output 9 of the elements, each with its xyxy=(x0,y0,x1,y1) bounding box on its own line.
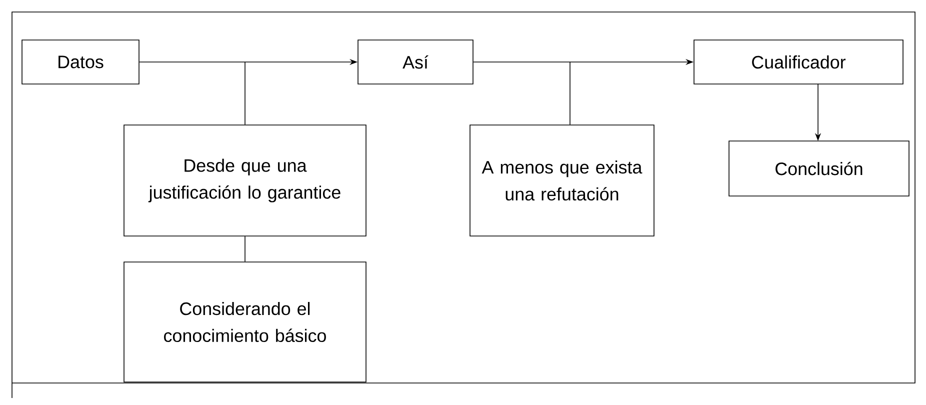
text-box: Conclusión xyxy=(728,140,910,196)
text-box: Así xyxy=(358,40,474,84)
text-box: Desde que una justificación lo garantice xyxy=(124,124,366,236)
text-box: A menos que exista una refutación xyxy=(470,124,654,236)
text-box: Datos xyxy=(22,40,140,84)
connector xyxy=(244,62,246,125)
text-box: Cualificador xyxy=(694,40,904,84)
text-box: Considerando el conocimiento básico xyxy=(124,262,366,382)
connector xyxy=(244,236,246,262)
